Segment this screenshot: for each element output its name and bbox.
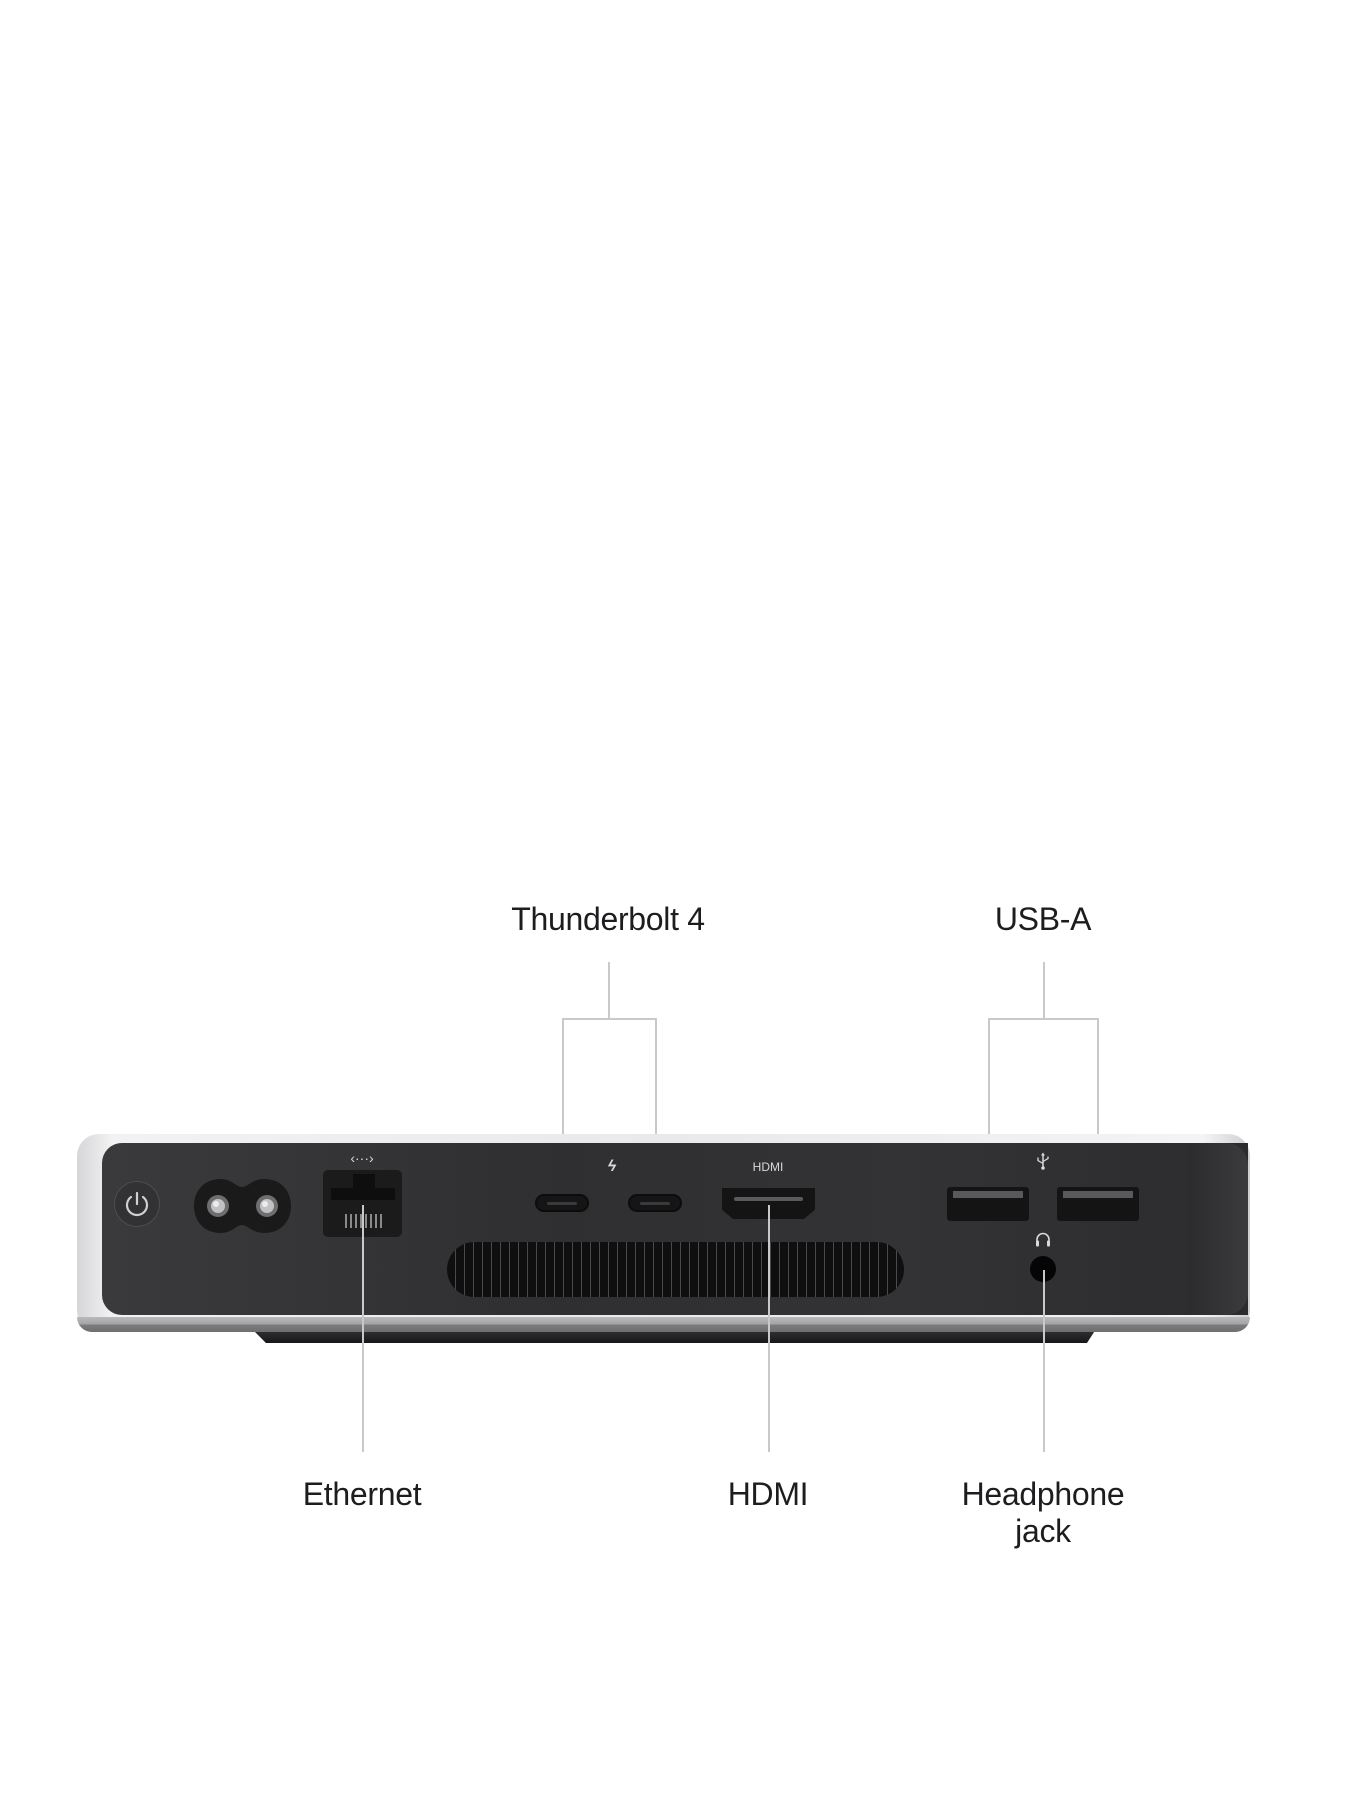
thunderbolt-callout-stem	[608, 962, 610, 1018]
thunderbolt-port-1[interactable]	[535, 1194, 589, 1212]
usb-a-label: USB-A	[994, 901, 1092, 937]
usb-a-port-2[interactable]	[1057, 1187, 1139, 1221]
ethernet-callout-line	[362, 1205, 364, 1452]
usb-callout-left-leg	[988, 1018, 990, 1203]
usb-callout-bar	[988, 1018, 1098, 1020]
power-button[interactable]	[114, 1181, 160, 1227]
hdmi-callout-line	[768, 1205, 770, 1452]
hdmi-port-label: HDMI	[752, 1160, 784, 1174]
headphone-icon	[1035, 1232, 1051, 1251]
thunderbolt-callout-right-leg	[655, 1018, 657, 1203]
ac-power-connector[interactable]	[192, 1177, 293, 1235]
thunderbolt-icon: ϟ	[607, 1158, 617, 1175]
ethernet-port[interactable]	[323, 1170, 402, 1237]
usb-icon	[1036, 1152, 1050, 1174]
device-bottom-band	[77, 1317, 1250, 1332]
rear-panel-right-edge	[1190, 1143, 1248, 1315]
ethernet-icon: ‹···›	[350, 1150, 374, 1166]
ethernet-label: Ethernet	[302, 1476, 422, 1512]
headphone-jack-label-line1: Headphone	[961, 1476, 1125, 1512]
usb-callout-stem	[1043, 962, 1045, 1018]
usb-callout-right-leg	[1097, 1018, 1099, 1203]
hdmi-label: HDMI	[727, 1476, 809, 1512]
power-icon	[125, 1191, 149, 1217]
headphone-callout-line	[1043, 1270, 1045, 1452]
thunderbolt-callout-left-leg	[562, 1018, 564, 1203]
cooling-vent	[447, 1242, 904, 1297]
headphone-jack-label-line2: jack	[1015, 1513, 1071, 1549]
headphone-jack-label: Headphone jack	[962, 1476, 1125, 1550]
thunderbolt-4-label: Thunderbolt 4	[511, 901, 705, 937]
thunderbolt-port-2[interactable]	[628, 1194, 682, 1212]
thunderbolt-callout-bar	[562, 1018, 656, 1020]
usb-a-port-1[interactable]	[947, 1187, 1029, 1221]
